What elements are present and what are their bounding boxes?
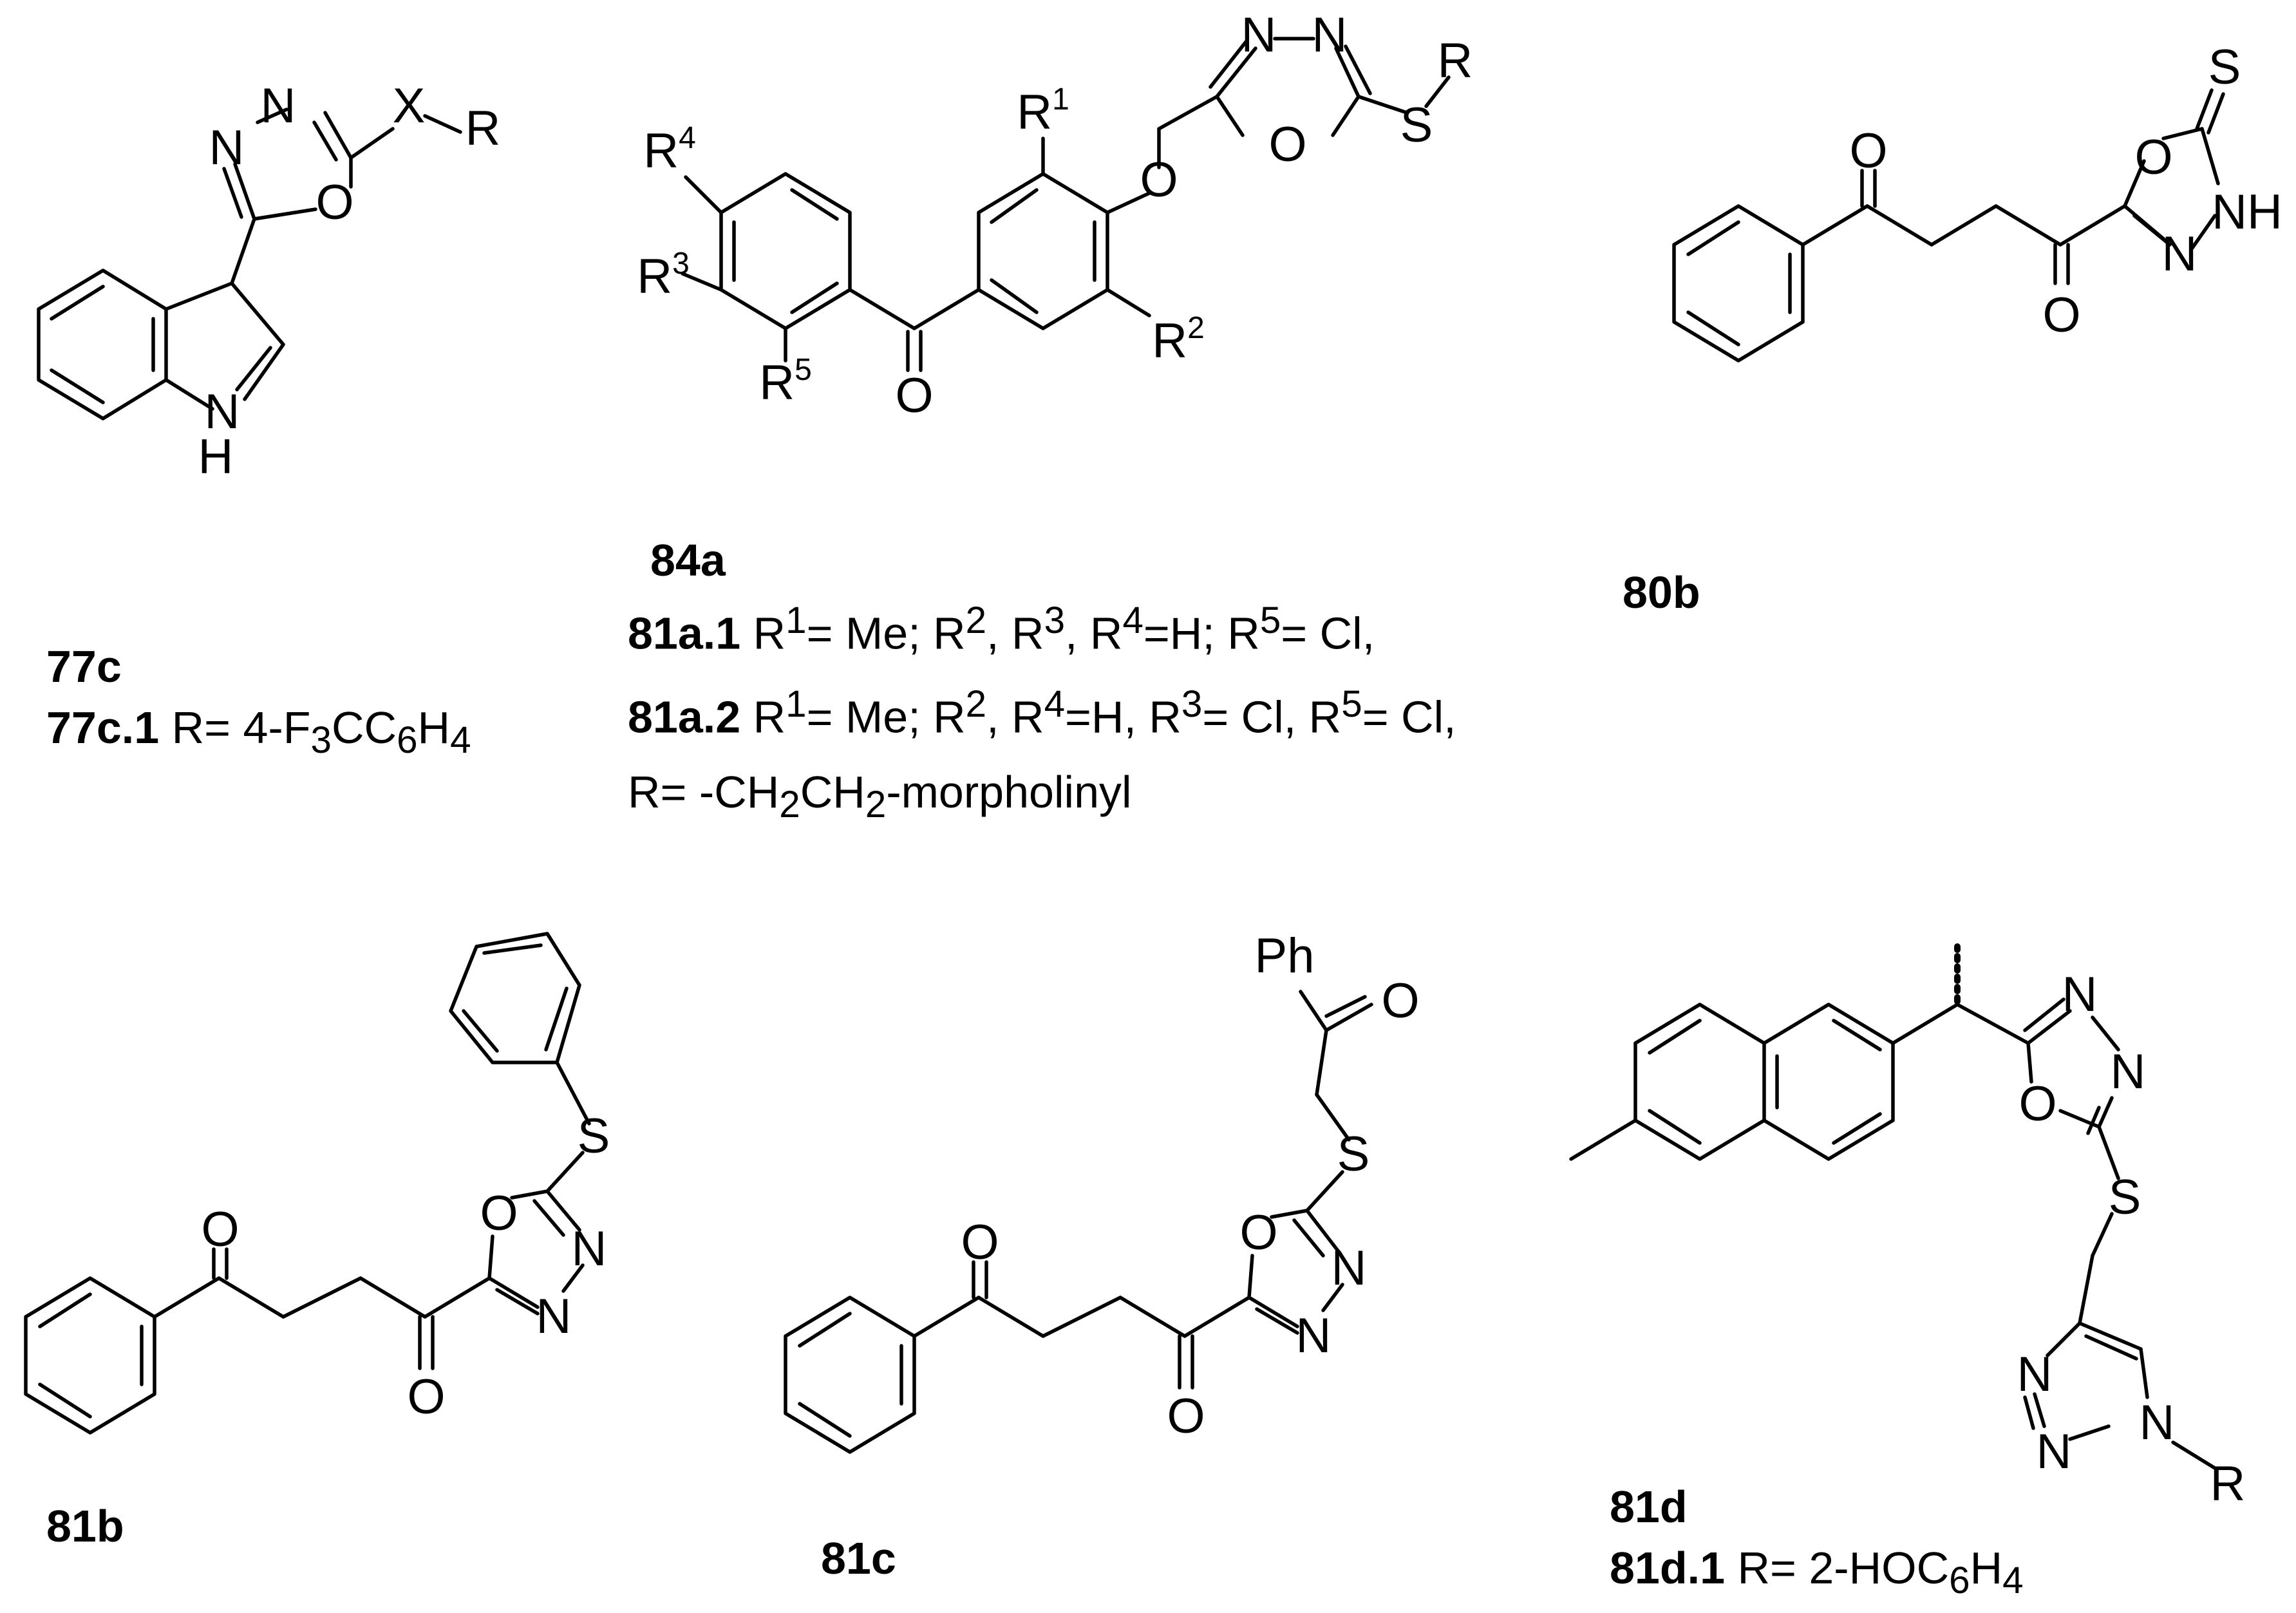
atom-N: N xyxy=(2037,1424,2072,1479)
caption-81b: 81b xyxy=(46,1501,124,1551)
atom-X: X xyxy=(393,79,426,133)
atom-O: O xyxy=(480,1186,518,1241)
atom-O: O xyxy=(2018,1077,2056,1131)
atom-O: O xyxy=(201,1202,239,1257)
atom-N: N xyxy=(209,120,245,175)
atom-O: O xyxy=(1140,153,1178,207)
caption-81c: 81c xyxy=(821,1533,896,1583)
caption-77c: 77c xyxy=(46,641,122,692)
atom-S: S xyxy=(1400,98,1433,153)
atom-O: O xyxy=(1239,1205,1277,1260)
caption-80b: 80b xyxy=(1623,567,1700,618)
atom-N: N xyxy=(1241,8,1277,62)
atom-R: R xyxy=(2210,1457,2246,1511)
atom-O: O xyxy=(961,1215,999,1270)
atom-N: N xyxy=(1296,1308,1331,1363)
atom-O: O xyxy=(1381,974,1419,1028)
caption-84a: 84a xyxy=(650,535,726,585)
atom-N: N xyxy=(1312,8,1348,62)
atom-R3: R3 xyxy=(637,247,690,304)
atom-R: R xyxy=(466,101,501,156)
caption-81a-1: 81a.1 R1= Me; R2, R3, R4=H; R5= Cl, xyxy=(628,599,1375,659)
caption-r-morpholinyl: R= -CH2CH2-morpholinyl xyxy=(628,767,1132,825)
atom-N: N xyxy=(261,79,296,133)
atom-N: N xyxy=(2017,1347,2053,1402)
atom-O: O xyxy=(2134,130,2172,185)
atom-NH: NH xyxy=(2212,185,2282,240)
structure-81b xyxy=(24,932,591,1435)
atom-O: O xyxy=(315,175,353,230)
structure-84a xyxy=(681,37,1451,372)
structure-80b xyxy=(1672,88,2225,363)
atom-N: N xyxy=(2162,227,2197,281)
atom-N: N xyxy=(2140,1395,2175,1450)
structure-81d xyxy=(1569,943,2217,1470)
caption-81d-1: 81d.1 R= 2-HOC6H4 xyxy=(1610,1543,2024,1601)
atom-O: O xyxy=(1268,117,1306,172)
atom-N: N xyxy=(2111,1044,2146,1099)
atom-N: N xyxy=(536,1289,572,1344)
atom-S: S xyxy=(2208,40,2241,95)
caption-77c-1: 77c.1 R= 4-F3CC6H4 xyxy=(46,703,471,761)
structure-77c xyxy=(37,108,462,420)
atom-O: O xyxy=(407,1370,445,1424)
atom-O: O xyxy=(1167,1389,1205,1444)
structure-81c xyxy=(784,990,1373,1454)
atom-S: S xyxy=(1337,1127,1370,1182)
caption-81a-2: 81a.2 R1= Me; R2, R4=H, R3= Cl, R5= Cl, xyxy=(628,683,1456,742)
atom-N: N xyxy=(205,384,240,439)
atom-O: O xyxy=(2042,288,2080,343)
atom-R: R xyxy=(1438,33,1473,88)
atom-S: S xyxy=(578,1109,610,1164)
atom-O: O xyxy=(1849,124,1887,178)
atom-N: N xyxy=(572,1222,607,1276)
caption-81d: 81d xyxy=(1610,1482,1688,1532)
atom-S: S xyxy=(2109,1170,2141,1225)
atom-R4: R4 xyxy=(643,121,696,178)
atom-H: H xyxy=(198,429,234,484)
atom-R1: R1 xyxy=(1017,82,1069,140)
atom-N: N xyxy=(1331,1241,1367,1296)
atom-R5: R5 xyxy=(759,353,812,410)
atom-N: N xyxy=(2062,967,2098,1022)
atom-Ph: Ph xyxy=(1255,929,1315,983)
atom-R2: R2 xyxy=(1152,311,1205,368)
atom-O: O xyxy=(895,368,933,423)
